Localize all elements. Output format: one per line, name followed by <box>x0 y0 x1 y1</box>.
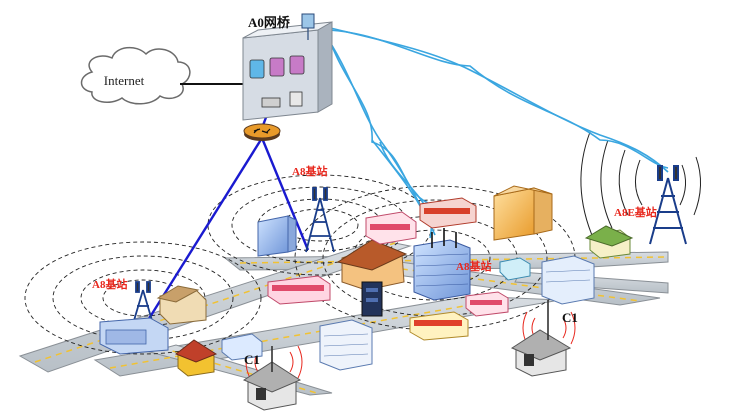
building-small-cyan <box>499 257 531 281</box>
building-pink-top <box>365 211 417 245</box>
building-shop-yellow <box>409 311 469 341</box>
station-label-a8-left: A8基站 <box>92 277 127 291</box>
client-house-left <box>242 346 302 411</box>
building-pink-right <box>465 291 509 317</box>
building-blue-small <box>221 333 263 361</box>
building-house-green <box>584 225 634 259</box>
building-red-top <box>419 197 477 229</box>
signal-arcs-a8e <box>580 131 701 241</box>
building-yellow-house <box>175 339 218 377</box>
building-white-center <box>319 319 373 371</box>
building-blue-left <box>257 215 297 257</box>
internet-cloud[interactable]: Internet <box>80 46 191 105</box>
building-orange-tower <box>493 185 553 241</box>
building-center-tower <box>413 228 471 301</box>
gateway-building[interactable] <box>242 13 333 121</box>
client-house-right <box>510 300 572 377</box>
station-label-a8e: A8E基站 <box>614 205 657 219</box>
station-label-a8-top: A8基站 <box>292 164 327 178</box>
building-station-left <box>99 317 169 355</box>
tower-icon-top <box>305 187 335 253</box>
building-shop-pink <box>267 275 331 305</box>
station-label-a8-center: A8基站 <box>456 259 491 273</box>
gateway-label: A0网桥 <box>248 15 291 30</box>
tower-icon-a8e <box>649 165 687 245</box>
internet-label: Internet <box>104 73 145 88</box>
client-label-c1-right: C1 <box>562 310 578 325</box>
router-icon <box>243 123 281 141</box>
building-house-brown <box>336 239 408 291</box>
building-dark-tower <box>361 281 383 317</box>
building-house-tan <box>156 285 207 325</box>
building-white-right <box>541 255 595 305</box>
client-label-c1-left: C1 <box>244 352 260 367</box>
